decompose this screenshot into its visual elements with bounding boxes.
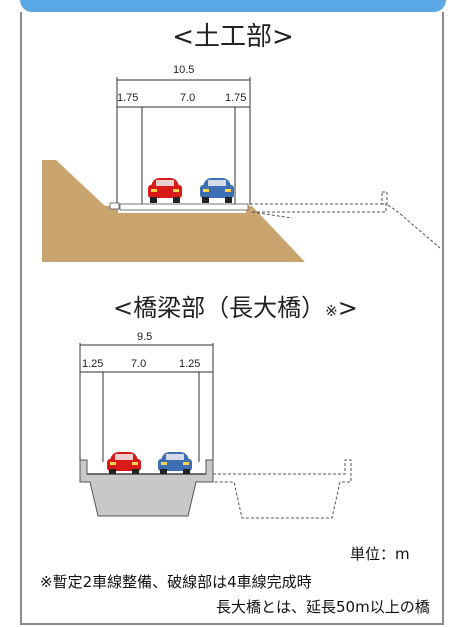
earthwork-right-shoulder: 1.75	[225, 92, 247, 104]
bridge-title-end: >	[337, 294, 358, 322]
unit-note: 単位：m	[350, 545, 410, 563]
earthwork-blue-car	[200, 178, 234, 203]
bridge-red-car	[107, 452, 141, 474]
bridge-right-shoulder: 1.25	[179, 358, 201, 370]
earthwork-red-car	[148, 178, 182, 203]
bridge-left-shoulder: 1.25	[82, 358, 104, 370]
earthwork-left-shoulder: 1.75	[117, 92, 139, 104]
earthwork-dimension-lines	[116, 77, 251, 205]
earthwork-future-lanes	[250, 191, 441, 249]
header-accent-bar	[20, 0, 446, 12]
bridge-section-title: <橋梁部（長大橋）※>	[113, 288, 358, 323]
long-bridge-note: 長大橋とは、延長50m以上の橋	[216, 598, 430, 616]
earthwork-carriageway: 7.0	[180, 92, 196, 104]
diagram-frame	[20, 12, 444, 625]
bridge-carriageway: 7.0	[131, 358, 147, 370]
bridge-title-text: <橋梁部（長大橋）	[113, 294, 326, 322]
bridge-deck-girder	[79, 459, 214, 517]
provisional-note: ※暫定2車線整備、破線部は4車線完成時	[40, 573, 312, 591]
earthwork-embankment	[42, 160, 305, 262]
earthwork-pavement	[119, 203, 249, 211]
bridge-blue-car	[158, 452, 192, 474]
bridge-future-girder	[213, 459, 352, 519]
bridge-title-mark: ※	[325, 302, 338, 320]
earthwork-section-title: <土工部>	[172, 22, 294, 52]
earthwork-total-width: 10.5	[173, 64, 195, 76]
earthwork-left-curb	[109, 202, 120, 210]
bridge-total-width: 9.5	[137, 331, 153, 343]
bridge-dimension-lines	[79, 343, 214, 462]
